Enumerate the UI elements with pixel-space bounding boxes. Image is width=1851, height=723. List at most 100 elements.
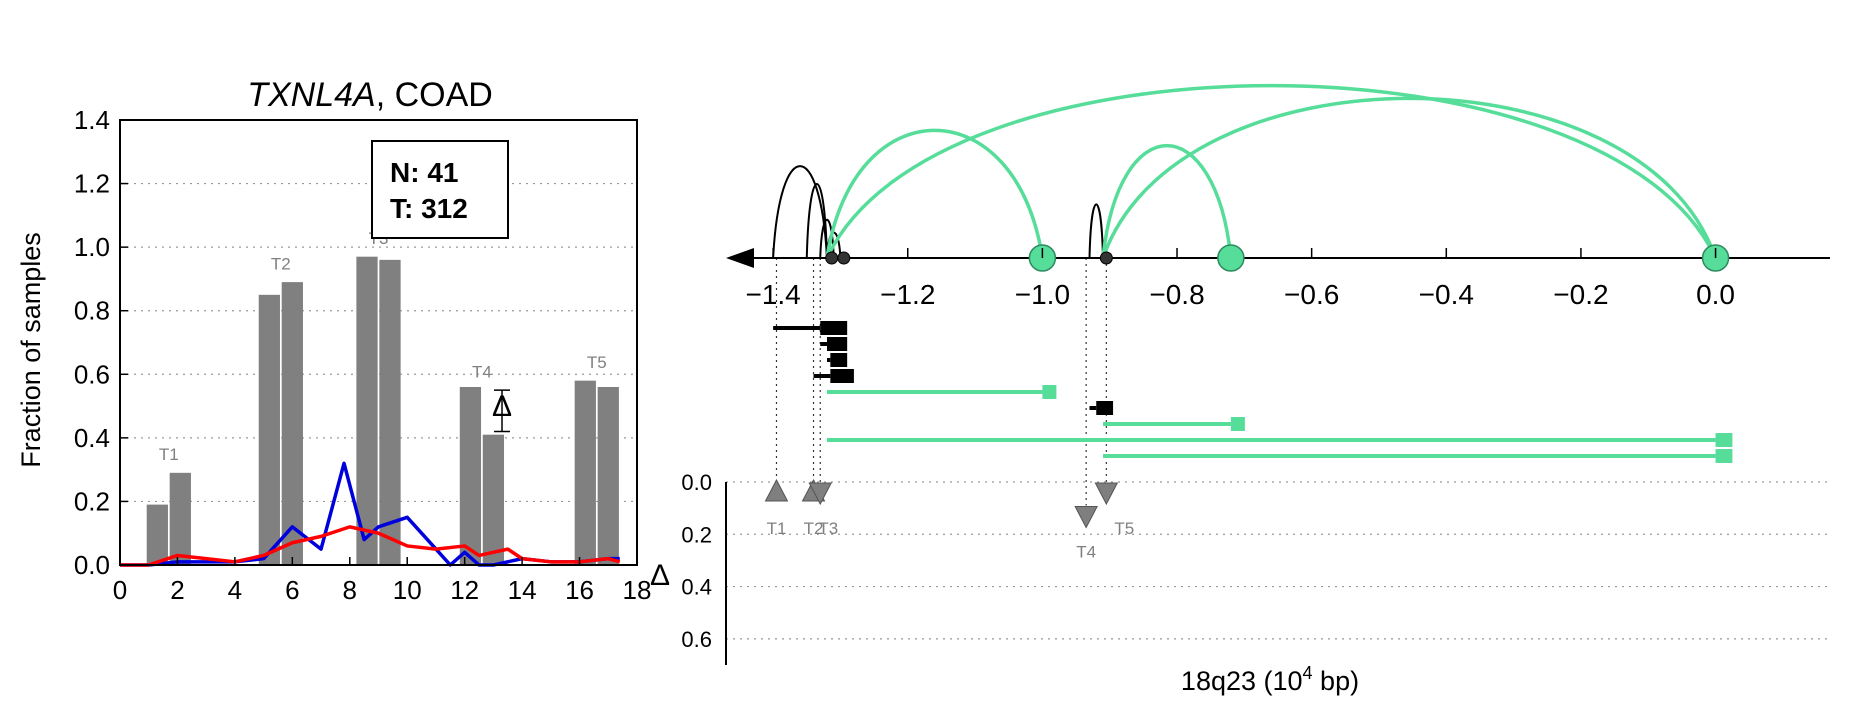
- xlabel-sup: 4: [1303, 663, 1313, 683]
- x-tick-label: 18: [623, 575, 652, 605]
- delta-gridlines: [726, 481, 1830, 640]
- isoform-exon: [1096, 401, 1114, 415]
- genome-tick-label: −0.2: [1553, 279, 1608, 310]
- x-tick-label: 14: [508, 575, 537, 605]
- x-tick-label: 4: [228, 575, 242, 605]
- junction-arc: [1101, 96, 1718, 259]
- bar-label: T4: [472, 362, 492, 381]
- delta-marker-label: T4: [1076, 543, 1096, 562]
- y-tick-label: 0.8: [74, 296, 110, 326]
- delta-tick-label: 0.2: [681, 522, 712, 547]
- genome-tick-label: −1.2: [880, 279, 935, 310]
- y-tick-label: 1.2: [74, 169, 110, 199]
- x-tick-label: 16: [565, 575, 594, 605]
- xlabel-tail: bp): [1313, 666, 1360, 696]
- y-tick-label: 1.4: [74, 105, 110, 135]
- junction-node-small: [1099, 251, 1113, 265]
- left-delta-marker: Δ: [492, 389, 512, 433]
- junction-arc: [772, 165, 828, 259]
- junction-node-large: [1217, 244, 1245, 272]
- stats-box-frame: [371, 140, 509, 239]
- junction-arc: [1088, 203, 1104, 259]
- xlabel-main: 18q23 (10: [1181, 666, 1303, 696]
- y-tick-label: 0.6: [74, 359, 110, 389]
- delta-ticks: 0.0 0.2 0.4 0.6: [681, 470, 712, 652]
- right-arcs: [772, 84, 1718, 259]
- x-tick-label: 12: [450, 575, 479, 605]
- isoform-exon: [1230, 417, 1245, 431]
- bar: [258, 294, 280, 565]
- delta-triangle: [808, 482, 833, 506]
- bar: [574, 380, 596, 565]
- x-tick-label: 8: [343, 575, 357, 605]
- junction-arc: [825, 128, 1045, 259]
- genome-tick-label: −0.8: [1149, 279, 1204, 310]
- left-y-ticks: 0.0 0.2 0.4 0.6 0.8 1.0 1.2 1.4: [74, 105, 128, 580]
- right-guide-lines: [775, 258, 1107, 506]
- delta-marker-label: T5: [1114, 519, 1134, 538]
- junction-arc: [805, 183, 828, 259]
- bar: [356, 256, 378, 565]
- bar: [169, 472, 191, 565]
- title-rest: , COAD: [376, 76, 493, 114]
- bar: [281, 282, 303, 565]
- x-tick-label: 2: [170, 575, 184, 605]
- isoform-exon: [820, 321, 848, 335]
- delta-marker-label: T3: [818, 519, 838, 538]
- y-tick-label: 0.0: [74, 550, 110, 580]
- bar: [379, 259, 401, 565]
- delta-axis-label: Δ: [650, 559, 670, 592]
- x-tick-label: 0: [113, 575, 127, 605]
- delta-tick-label: 0.6: [681, 627, 712, 652]
- stats-n-label: N: 41: [390, 157, 458, 188]
- isoform-exon: [830, 353, 848, 367]
- isoform-exon: [826, 337, 848, 351]
- isoform-exon: [1042, 385, 1057, 399]
- isoform-exon: [830, 369, 854, 383]
- left-chart: TXNL4A, COAD Fraction of samples T1T2T3T…: [16, 76, 651, 605]
- junction-arc: [825, 84, 1718, 259]
- y-tick-label: 0.2: [74, 486, 110, 516]
- x-tick-label: 6: [285, 575, 299, 605]
- genome-tick-label: −1.0: [1015, 279, 1070, 310]
- bar-label: T5: [587, 353, 607, 372]
- junction-node-small: [825, 251, 839, 265]
- bar: [482, 434, 505, 565]
- genome-x-axis-label: 18q23 (104 bp): [1181, 663, 1359, 696]
- delta-triangle: [1074, 506, 1098, 529]
- delta-triangle: [1094, 482, 1119, 506]
- stats-t-label: T: 312: [390, 193, 468, 224]
- left-chart-title: TXNL4A, COAD: [247, 76, 493, 114]
- stats-box: N: 41 T: 312: [371, 140, 509, 239]
- left-bars: [146, 256, 619, 565]
- y-tick-label: 0.4: [74, 423, 110, 453]
- delta-marker-label: T1: [767, 519, 787, 538]
- y-tick-label: 1.0: [74, 232, 110, 262]
- bar-label: T1: [159, 445, 179, 464]
- genome-tick-label: −1.4: [745, 279, 800, 310]
- x-tick-label: 10: [393, 575, 422, 605]
- bar: [597, 387, 619, 565]
- axis-arrow-icon: [726, 248, 754, 268]
- series-line: [120, 525, 621, 567]
- genome-tick-label: −0.6: [1284, 279, 1339, 310]
- isoform-tracks: [773, 321, 1733, 463]
- delta-label: Δ: [492, 390, 512, 423]
- title-gene: TXNL4A: [247, 76, 376, 114]
- junction-arc: [1101, 143, 1233, 259]
- delta-tick-label: 0.0: [681, 470, 712, 495]
- delta-marker-label: T2: [804, 519, 824, 538]
- isoform-exon: [1715, 433, 1733, 447]
- junction-node-small: [837, 251, 851, 265]
- left-series-lines: [120, 461, 621, 567]
- delta-tick-label: 0.4: [681, 575, 712, 600]
- isoform-exon: [1715, 449, 1733, 463]
- left-x-ticks: 0 2 4 6 8 10 12 14 16 18: [113, 557, 652, 605]
- genome-tick-label: 0.0: [1696, 279, 1735, 310]
